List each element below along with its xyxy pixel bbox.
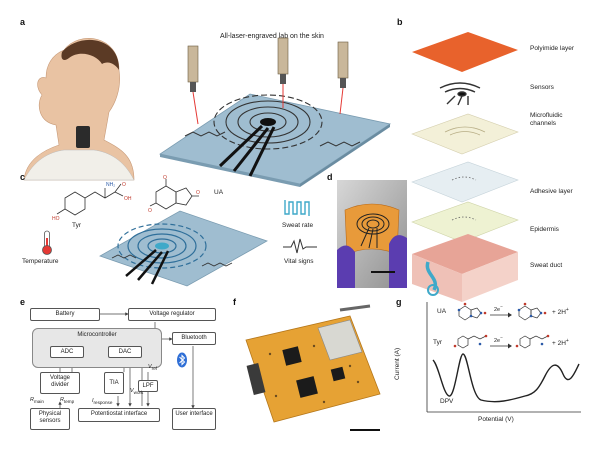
laser-head-left (187, 45, 199, 125)
sweat-rate-label: Sweat rate (282, 222, 314, 229)
polyimide-layer-shape (412, 32, 518, 72)
bluetooth-module (317, 319, 363, 361)
v-ref-label: Vref (148, 364, 158, 372)
dpv-curve (432, 353, 580, 403)
chip-3 (330, 366, 346, 382)
reaction-ua-product: + 2H+ (552, 307, 569, 317)
tyr-label: Tyr (72, 222, 82, 229)
tyr-molecule-structure: HO NH₂ O OH (52, 182, 132, 222)
flexible-patch-photo (337, 180, 407, 288)
skin-patch-device (76, 126, 90, 148)
dpv-plot (426, 302, 581, 413)
layer-label-epidermis: Epidermis (530, 226, 559, 233)
thermometer-icon (42, 230, 52, 255)
multiplexed-sensor-patch (99, 210, 268, 287)
laser-head-right (337, 41, 349, 115)
tia-block: TIA (104, 372, 124, 394)
panel-b-letter: b (397, 17, 403, 27)
reaction-arrow-icon (490, 343, 512, 349)
layer-label-adhesive: Adhesive layer (530, 188, 573, 195)
ua-molecule-structure: O O O (148, 175, 200, 214)
temperature-label: Temperature (22, 258, 59, 265)
panel-c-letter: c (20, 172, 26, 182)
layer-label-sensors: Sensors (530, 84, 554, 91)
clear-layer-shape (411, 161, 519, 203)
physical-sensors-block: Physical sensors (30, 408, 70, 430)
svg-text:O: O (122, 182, 126, 188)
user-interface-block: User interface (172, 408, 216, 430)
connector (246, 362, 266, 396)
svg-text:O: O (163, 175, 167, 181)
person-head-illustration (23, 38, 135, 181)
reaction-tyr-product: + 2H+ (552, 338, 569, 348)
chip-1 (282, 346, 302, 366)
chip-2 (296, 376, 318, 398)
dpv-label: DPV (440, 398, 454, 405)
reaction-ua-species: UA (437, 308, 447, 315)
lpf-block: LPF (138, 380, 158, 392)
svg-text:NH₂: NH₂ (106, 182, 115, 188)
sensors-shape (439, 82, 481, 106)
panel-g-letter: g (396, 297, 402, 307)
bluetooth-icon (177, 352, 187, 368)
panel-e-letter: e (20, 297, 26, 307)
microfluidic-layer-shape (411, 113, 519, 155)
tyr-product-structure (515, 334, 550, 349)
panel-a-letter: a (20, 17, 26, 27)
i-response-label: Iresponse (92, 398, 113, 406)
lab-on-skin-device (158, 37, 392, 187)
svg-text:HO: HO (52, 216, 60, 222)
svg-text:O: O (196, 190, 200, 196)
reaction-tyr-species: Tyr (433, 339, 443, 346)
adc-block: ADC (50, 346, 84, 358)
panel-f-letter: f (233, 297, 236, 307)
vital-signs-icon (283, 238, 317, 254)
bluetooth-block: Bluetooth (172, 332, 216, 345)
svg-text:O: O (148, 208, 152, 214)
exploded-layer-stack (411, 32, 519, 302)
voltage-regulator-block: Voltage regulator (128, 308, 216, 321)
laser-head-middle (277, 37, 289, 108)
v-work-label: Vwork (130, 388, 144, 396)
sweat-rate-icon (284, 200, 310, 216)
r-main-label: Rmain (30, 397, 44, 405)
x-axis-label: Potential (V) (478, 416, 514, 423)
r-temp-label: Rtemp (60, 397, 75, 405)
layer-label-polyimide: Polyimide layer (530, 45, 575, 52)
battery-block: Battery (30, 308, 100, 321)
dac-block: DAC (108, 346, 142, 358)
layer-label-microfluidic: Microfluidic channels (530, 112, 563, 127)
panel-a-title: All-laser-engraved lab on the skin (220, 33, 324, 40)
panel-d-letter: d (327, 172, 333, 182)
reaction-tyr-electrons: 2e− (494, 335, 503, 344)
reaction-ua-electrons: 2e− (494, 304, 503, 313)
ua-product-structure (517, 302, 547, 321)
ua-reactant-structure (457, 302, 487, 321)
sweat-duct-shape (425, 261, 438, 291)
ua-label: UA (214, 189, 224, 196)
svg-text:OH: OH (124, 196, 132, 202)
y-axis-label: Current (A) (394, 347, 401, 380)
potentiostat-interface-block: Potentiostat interface (78, 408, 160, 422)
adhesive-layer-shape (411, 201, 519, 243)
tyr-reactant-structure (453, 334, 488, 349)
microcontroller-label: Microcontroller (77, 332, 117, 338)
voltage-divider-block: Voltage divider (40, 372, 80, 394)
pcb-photo (245, 304, 381, 431)
vital-signs-label: Vital signs (284, 258, 314, 265)
reaction-arrow-icon (490, 312, 512, 318)
layer-label-sweat-duct: Sweat duct (530, 262, 563, 269)
